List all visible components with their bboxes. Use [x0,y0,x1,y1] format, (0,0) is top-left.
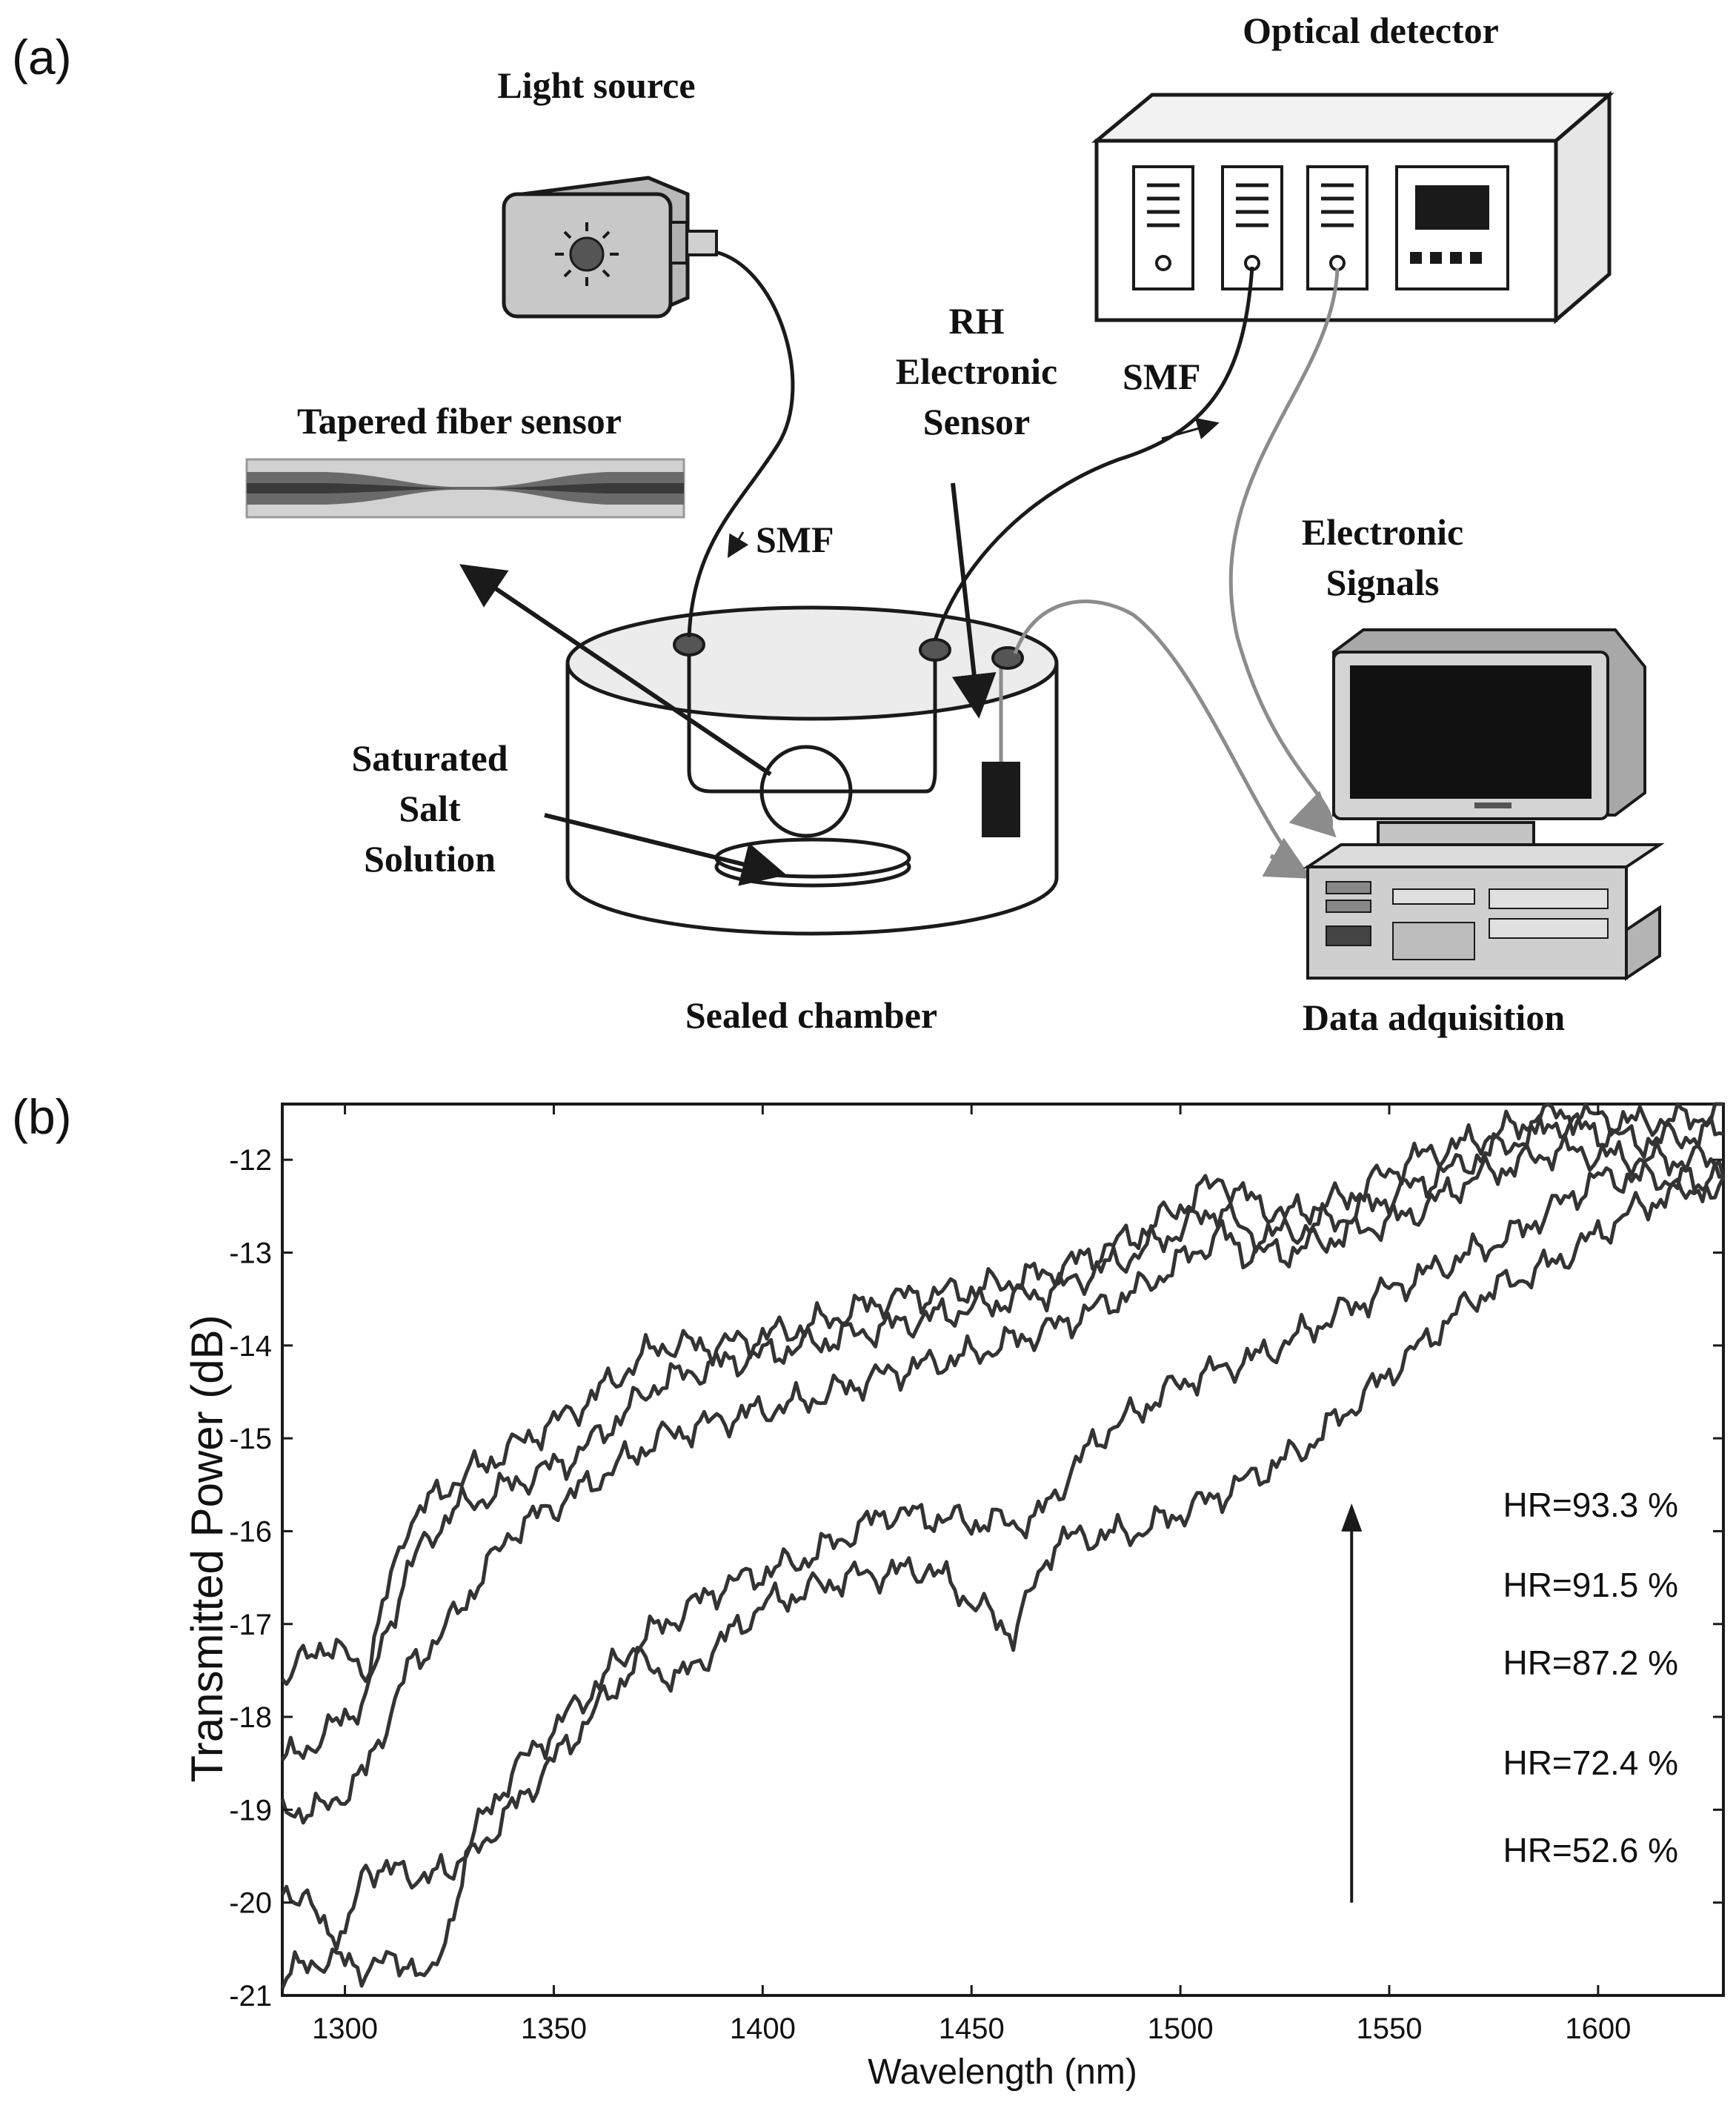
x-axis: 1300 1350 1400 1450 1500 1550 1600 [312,1104,1631,2045]
panel-b-letter: (b) [12,1089,72,1144]
panel-a: (a) Light source Optical detector [12,10,1665,1038]
y-axis-title: Transmitted Power (dB) [182,1314,232,1782]
hr-increase-arrow [1341,1503,1363,1903]
optical-detector-label: Optical detector [1243,10,1499,51]
computer-icon [1303,628,1665,981]
tapered-fiber-sensor-label: Tapered fiber sensor [297,400,622,442]
plot-area [281,1103,1725,1997]
panel-a-letter: (a) [12,30,72,84]
y-tick-label: -21 [229,1980,272,2012]
y-tick-label: -14 [229,1330,272,1363]
hr-label-1: HR=93.3 % [1503,1486,1678,1524]
series-line-2 [280,1112,1724,1761]
rh-sensor-label-line3: Sensor [923,401,1030,442]
fiber-cables [687,250,1340,876]
series-line-5 [280,1161,1724,1990]
electronic-signals-label-line1: Electronic [1302,511,1463,553]
y-tick-label: -15 [229,1423,272,1455]
smf-right-label: SMF [1123,356,1201,397]
series-group [280,1102,1726,1990]
y-tick-label: -19 [229,1794,272,1827]
sealed-chamber-label: Sealed chamber [685,994,937,1036]
salt-solution-label-line3: Solution [364,838,496,880]
hr-label-5: HR=52.6 % [1503,1831,1678,1869]
x-tick-label: 1500 [1148,2012,1214,2045]
salt-solution-label-line2: Salt [399,788,461,829]
x-axis-title: Wavelength (nm) [868,2052,1137,2092]
data-acquisition-label: Data adquisition [1303,997,1565,1038]
electronic-signals-label-line2: Signals [1326,562,1440,603]
rh-sensor-label-line2: Electronic [896,350,1057,392]
salt-solution-label-line1: Saturated [351,737,508,779]
annotation-arrows [459,417,1337,886]
series-line-4 [280,1160,1726,1951]
arrow-head [1341,1503,1363,1532]
smf-left-label: SMF [756,519,834,560]
y-tick-label: -12 [229,1144,272,1177]
y-tick-label: -13 [229,1237,272,1270]
x-tick-label: 1300 [312,2012,378,2045]
y-tick-label: -17 [229,1609,272,1641]
series-line-1 [281,1102,1723,1686]
optical-detector-icon [1091,90,1614,325]
x-tick-label: 1600 [1565,2012,1631,2045]
hr-label-3: HR=87.2 % [1503,1643,1678,1682]
x-tick-label: 1350 [521,2012,587,2045]
y-tick-label: -18 [229,1701,272,1734]
hr-label-2: HR=91.5 % [1503,1566,1678,1604]
x-tick-label: 1400 [730,2012,796,2045]
x-tick-label: 1550 [1356,2012,1422,2045]
light-source-label: Light source [497,64,695,106]
light-source-icon [502,176,718,319]
tapered-fiber-image [245,458,685,519]
y-tick-label: -20 [229,1887,272,1920]
series-line-3 [280,1132,1726,1825]
y-axis: -21 -20 -19 -18 -17 -16 -15 -14 -13 -12 [229,1144,1723,2012]
chamber-icon [565,605,1059,936]
hr-label-4: HR=72.4 % [1503,1744,1678,1782]
x-tick-label: 1450 [939,2012,1005,2045]
y-tick-label: -16 [229,1515,272,1548]
rh-sensor-label-line1: RH [949,300,1005,342]
